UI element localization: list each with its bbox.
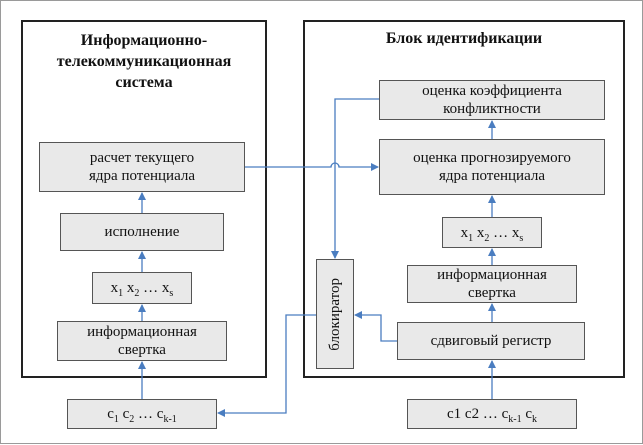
right-x-sequence: x1 x2 … xs [460, 224, 524, 244]
forecast-potential-block: оценка прогнозируемого ядра потенциала [379, 139, 605, 195]
left-x-term-2: … [143, 280, 159, 296]
conflict-line-2: конфликтности [443, 101, 541, 117]
forecast-line-1: оценка прогнозируемого [413, 150, 571, 166]
potential-calc-line-2: ядра потенциала [89, 168, 195, 184]
left-convolution-line-1: информационная [87, 324, 197, 340]
right-convolution-line-1: информационная [437, 267, 547, 283]
right-block-title: Блок идентификации [385, 30, 543, 47]
left-system-title: Информационно- телекоммуникационная сист… [21, 30, 267, 93]
left-c-term-2: … [138, 406, 154, 422]
left-c-term-1: c2 [122, 406, 135, 425]
left-title-line-1: Информационно- [80, 32, 208, 49]
left-x-term-1: x2 [126, 280, 140, 299]
right-c-term-2: … [482, 406, 498, 422]
blocker-label: блокиратор [327, 277, 343, 351]
right-x-term-3: xs [511, 224, 524, 244]
left-title-line-3: система [115, 74, 173, 91]
right-convolution-line-2: свертка [468, 285, 516, 301]
right-c-term-1: c2 [464, 406, 480, 422]
right-convolution-block: информационная свертка [407, 265, 577, 303]
right-c-term-4: ck [525, 406, 538, 425]
conflict-line-1: оценка коэффициента [422, 83, 562, 99]
conflict-coefficient-block: оценка коэффициента конфликтности [379, 80, 605, 120]
left-c-sequence: c1 c2 … ck-1 [107, 405, 177, 425]
left-x-term-0: x1 [110, 280, 124, 299]
left-convolution-block: информационная свертка [57, 321, 227, 361]
left-c-term-3: ck-1 [156, 406, 177, 425]
right-c-term-3: ck-1 [501, 406, 522, 425]
right-x-term-0: x1 [460, 224, 474, 244]
shift-register-block: сдвиговый регистр [397, 322, 585, 360]
left-title-line-2: телекоммуникационная [56, 53, 232, 70]
left-c-input-block: c1 c2 … ck-1 [67, 399, 217, 429]
execution-label: исполнение [104, 224, 180, 240]
left-convolution-line-2: свертка [118, 342, 166, 358]
right-x-sequence-block: x1 x2 … xs [442, 217, 542, 248]
right-c-term-0: c1 [446, 406, 462, 422]
left-x-sequence: x1 x2 … xs [110, 279, 174, 299]
shift-register-label: сдвиговый регистр [430, 333, 552, 349]
execution-block: исполнение [60, 213, 224, 251]
left-c-term-0: c1 [107, 406, 119, 425]
right-x-term-1: x2 [476, 224, 490, 244]
left-x-sequence-block: x1 x2 … xs [92, 272, 192, 304]
left-x-term-3: xs [161, 280, 174, 299]
potential-calc-line-1: расчет текущего [89, 150, 195, 166]
potential-calc-block: расчет текущего ядра потенциала [39, 142, 245, 192]
right-c-sequence: c1 c2 … ck-1 ck [446, 405, 538, 425]
forecast-line-2: ядра потенциала [439, 168, 545, 184]
right-c-input-block: c1 c2 … ck-1 ck [407, 399, 577, 429]
right-x-term-2: … [493, 224, 509, 241]
blocker-block: блокиратор [316, 259, 354, 369]
